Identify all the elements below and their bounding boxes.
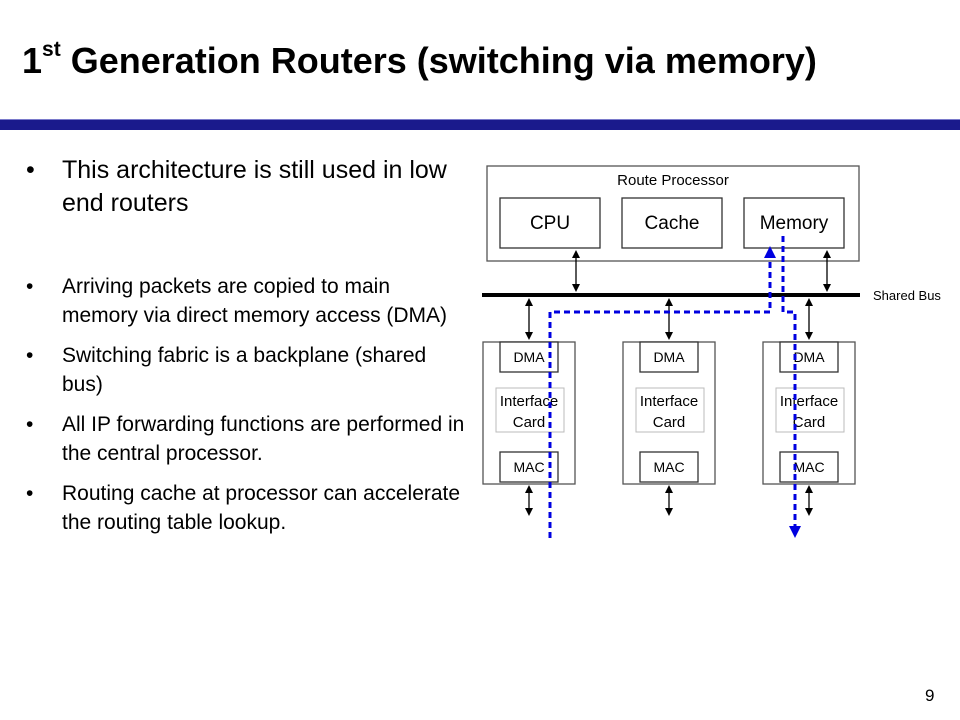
cpu-label: CPU <box>530 213 570 234</box>
bullet-item: Arriving packets are copied to main memo… <box>26 272 466 330</box>
title-text: Generation Routers (switching via memory… <box>60 40 817 81</box>
bullet-item: Switching fabric is a backplane (shared … <box>26 341 466 399</box>
dma-label: DMA <box>793 349 825 365</box>
mac-label: MAC <box>793 459 824 475</box>
cpu-box <box>499 197 601 249</box>
interface-card-2: DMA Interface Card MAC <box>622 341 716 485</box>
title-rule <box>0 119 960 130</box>
interface-card-3: DMA Interface Card MAC <box>762 341 856 485</box>
dma-label: DMA <box>513 349 545 365</box>
route-processor-label: Route Processor <box>617 172 729 189</box>
dma-label: DMA <box>653 349 685 365</box>
card-label: Card <box>793 414 826 431</box>
mac-label: MAC <box>653 459 684 475</box>
interface-label: Interface <box>640 393 698 410</box>
mac-label: MAC <box>513 459 544 475</box>
title-superscript: st <box>42 38 61 61</box>
memory-box <box>743 197 845 249</box>
bullet-item: This architecture is still used in low e… <box>26 154 466 220</box>
packet-path-out <box>781 236 801 538</box>
page-number: 9 <box>925 686 935 705</box>
cache-label: Cache <box>645 213 700 234</box>
memory-label: Memory <box>760 213 829 234</box>
card-label: Card <box>513 414 546 431</box>
shared-bus-label: Shared Bus <box>873 288 941 303</box>
title-prefix: 1 <box>22 40 43 81</box>
packet-path-in <box>548 246 776 538</box>
bullet-item: Routing cache at processor can accelerat… <box>26 479 466 537</box>
cache-box <box>621 197 723 249</box>
interface-card-1: DMA Interface Card MAC <box>482 341 576 485</box>
bullet-list: This architecture is still used in low e… <box>26 154 466 548</box>
slide-title: 1st Generation Routers (switching via me… <box>22 38 817 82</box>
card-label: Card <box>653 414 686 431</box>
bullet-item: All IP forwarding functions are performe… <box>26 410 466 468</box>
interface-label: Interface <box>780 393 838 410</box>
interface-label: Interface <box>500 393 558 410</box>
